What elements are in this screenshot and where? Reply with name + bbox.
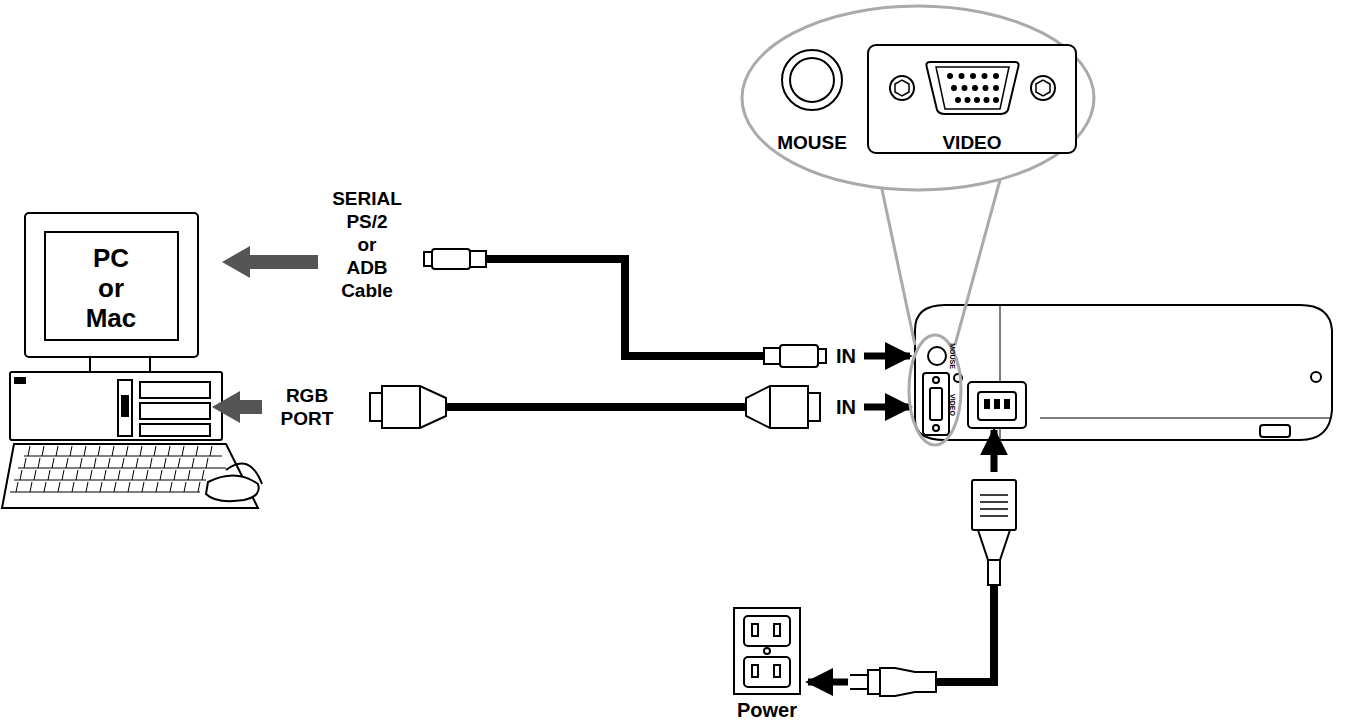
mouse-cable [424, 249, 826, 367]
projector: MOUSE VIDEO [915, 305, 1332, 440]
power-cord [808, 430, 1016, 696]
node-text: MOUSE [752, 132, 872, 154]
heading-label: Power [725, 699, 809, 721]
node-text: MOUSE [948, 336, 956, 376]
node-text: PC or Mac [66, 243, 156, 333]
node-text: VIDEO [948, 385, 956, 425]
in-arrow [864, 353, 910, 360]
power-outlet: Power [725, 608, 809, 723]
callout-magnifier [742, 6, 1094, 445]
direction-arrow [212, 391, 262, 423]
port-callout: MOUSE VIDEO [745, 10, 1091, 192]
port-label: RGB PORT [267, 384, 347, 430]
computer-screen: PC or Mac [45, 232, 178, 340]
keyboard-keys [10, 456, 226, 492]
input-label: IN [826, 396, 866, 418]
input-label: IN [826, 345, 866, 367]
cable-label: SERIAL PS/2 or ADB Cable [322, 187, 412, 302]
projector-illustration [915, 305, 1332, 440]
in-arrow [864, 404, 910, 411]
computer-illustration [2, 213, 262, 508]
direction-arrow [222, 246, 318, 278]
wall-outlet [734, 608, 800, 694]
node-text: VIDEO [912, 132, 1032, 154]
rgb-cable [370, 386, 820, 428]
